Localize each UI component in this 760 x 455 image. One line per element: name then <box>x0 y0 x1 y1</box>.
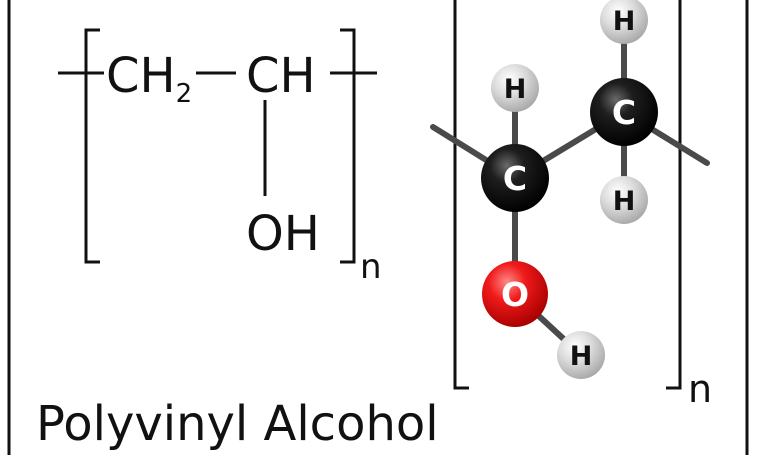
svg-text:C: C <box>503 159 527 198</box>
formula-ch2-subscript: 2 <box>176 79 193 109</box>
svg-text:O: O <box>501 275 529 314</box>
model-repeat-subscript: n <box>688 367 712 411</box>
ball-and-stick-model: n H H H H <box>430 0 712 411</box>
svg-text:H: H <box>504 74 527 105</box>
atom-h-top-right: H <box>600 0 648 44</box>
diagram-caption: Polyvinyl Alcohol <box>36 396 439 452</box>
svg-text:H: H <box>613 186 636 217</box>
svg-text:H: H <box>613 6 636 37</box>
formula-ch2-group: CH2 <box>106 48 192 109</box>
atom-c-right: C <box>590 78 658 146</box>
model-right-bracket <box>666 0 682 390</box>
formula-left-bracket <box>84 28 100 264</box>
model-left-bracket <box>453 0 469 390</box>
formula-oh-group: OH <box>246 206 320 262</box>
formula-right-bracket <box>340 28 356 264</box>
atom-h-hydroxyl: H <box>557 331 605 379</box>
atom-h-bottom-right: H <box>600 176 648 224</box>
atom-o: O <box>482 261 548 327</box>
svg-text:H: H <box>570 341 593 372</box>
atom-c-left: C <box>481 144 549 212</box>
svg-text:C: C <box>612 93 636 132</box>
structural-formula: CH2 CH OH n <box>58 28 382 287</box>
atom-h-top-left: H <box>491 64 539 112</box>
outer-frame <box>7 0 749 455</box>
formula-ch-group: CH <box>246 48 316 104</box>
formula-repeat-subscript: n <box>360 247 382 287</box>
